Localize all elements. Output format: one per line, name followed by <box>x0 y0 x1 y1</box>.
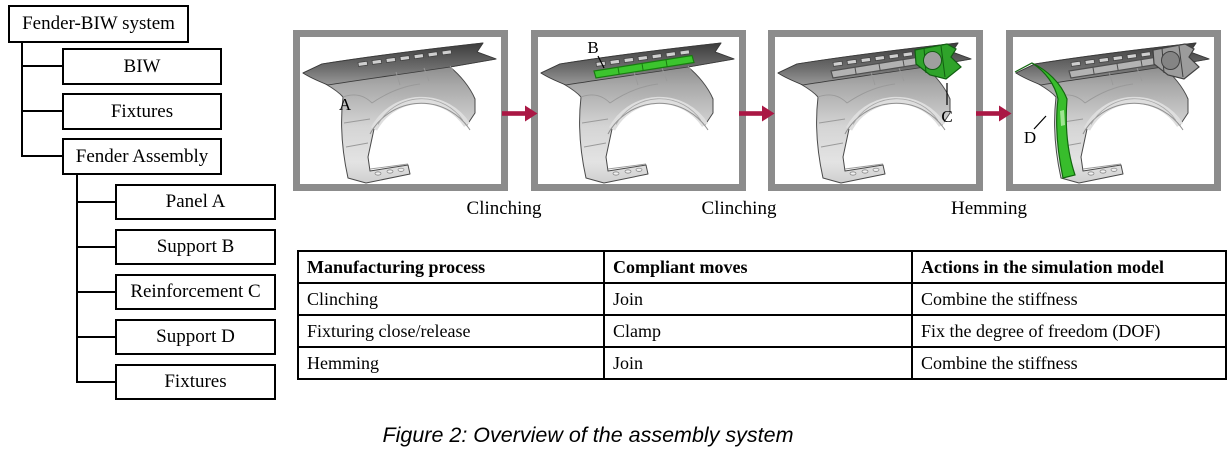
tree-connector-line <box>76 336 115 338</box>
table-cell: Clinching <box>297 282 605 316</box>
part-reinforcement-c-joined <box>1152 43 1200 80</box>
tree-connector-line <box>76 291 115 293</box>
flow-arrow-3 <box>976 105 1012 122</box>
tree-node-fender-assembly: Fender Assembly <box>62 138 222 175</box>
process-step-label-1: Clinching <box>466 198 542 219</box>
leader-line-b <box>597 55 605 69</box>
table-header-row: Manufacturing process Compliant moves Ac… <box>297 250 1227 284</box>
tree-connector-line <box>76 381 115 383</box>
table-cell: Combine the stiffness <box>911 346 1227 380</box>
tree-node-label: Support B <box>156 236 235 257</box>
fender-illustration: A <box>300 37 501 184</box>
part-highlight-reinforcement-c <box>914 43 962 80</box>
tree-connector-line <box>76 246 115 248</box>
tree-node-label: Fixtures <box>110 100 174 122</box>
tree-node-label: Fender Assembly <box>75 145 209 167</box>
tree-node-label: Reinforcement C <box>130 281 261 302</box>
tree-node-label: Fixtures <box>164 371 227 392</box>
tree-node-reinforcement-c: Reinforcement C <box>115 274 276 310</box>
table-header-cell: Actions in the simulation model <box>911 250 1227 284</box>
table-row: Hemming Join Combine the stiffness <box>297 346 1227 380</box>
table-row: Clinching Join Combine the stiffness <box>297 282 1227 316</box>
part-label-a: A <box>339 95 352 114</box>
figure-caption: Figure 2: Overview of the assembly syste… <box>382 423 794 447</box>
flow-arrow-2 <box>739 105 775 122</box>
table-header-cell: Compliant moves <box>603 250 913 284</box>
table-header-cell: Manufacturing process <box>297 250 605 284</box>
flow-arrow-1 <box>502 105 538 122</box>
tree-node-label: BIW <box>123 55 161 77</box>
table-cell: Hemming <box>297 346 605 380</box>
tree-node-support-b: Support B <box>115 229 276 265</box>
tree-node-fixtures: Fixtures <box>62 93 222 130</box>
tree-node-root: Fender-BIW system <box>8 5 189 43</box>
process-image-panel-a: A <box>293 30 508 191</box>
tree-node-support-d: Support D <box>115 319 276 355</box>
process-image-support-b: B <box>531 30 746 191</box>
tree-connector-line <box>21 65 62 67</box>
part-label-c: C <box>941 107 952 126</box>
part-label-d: D <box>1024 128 1036 147</box>
tree-connector-line <box>76 201 115 203</box>
leader-line-d <box>1033 115 1047 130</box>
fender-illustration: D <box>1013 37 1214 184</box>
tree-node-biw: BIW <box>62 48 222 85</box>
process-table: Manufacturing process Compliant moves Ac… <box>297 250 1227 380</box>
tree-connector-line <box>21 155 62 157</box>
tree-connector-line <box>76 175 78 382</box>
tree-node-label: Panel A <box>165 191 226 212</box>
tree-connector-line <box>21 110 62 112</box>
fender-illustration: B <box>538 38 739 184</box>
tree-node-label: Support D <box>156 326 235 347</box>
process-image-support-d: D <box>1006 30 1221 191</box>
table-cell: Fix the degree of freedom (DOF) <box>911 314 1227 348</box>
table-row: Fixturing close/release Clamp Fix the de… <box>297 314 1227 348</box>
table-cell: Fixturing close/release <box>297 314 605 348</box>
tree-node-fixtures-2: Fixtures <box>115 364 276 400</box>
table-cell: Clamp <box>603 314 913 348</box>
table-cell: Join <box>603 346 913 380</box>
part-label-b: B <box>587 38 598 57</box>
process-step-label-3: Hemming <box>951 198 1027 219</box>
tree-node-label: Fender-BIW system <box>22 13 175 34</box>
process-step-label-2: Clinching <box>701 198 777 219</box>
tree-node-panel-a: Panel A <box>115 184 276 220</box>
fender-illustration: C <box>775 37 976 184</box>
part-highlight-support-d <box>1014 62 1076 179</box>
part-highlight-support-b <box>593 54 695 79</box>
tree-connector-line <box>21 43 23 157</box>
process-image-reinforcement-c: C <box>768 30 983 191</box>
table-cell: Combine the stiffness <box>911 282 1227 316</box>
table-cell: Join <box>603 282 913 316</box>
